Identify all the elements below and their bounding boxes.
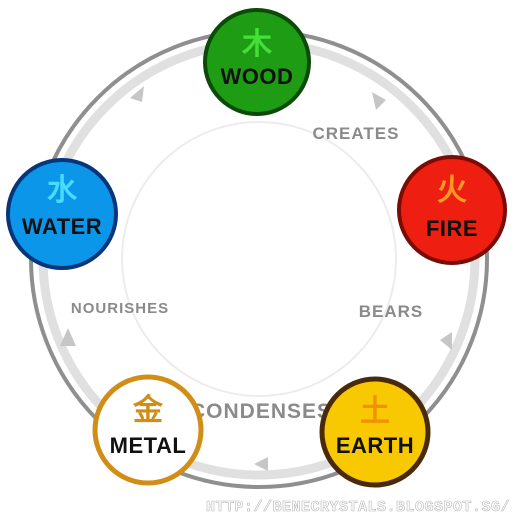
- arrow-earth-metal: [254, 457, 268, 471]
- cycle-arrows: [60, 86, 452, 471]
- arrow-fire-earth: [440, 332, 452, 350]
- metal-label: METAL: [110, 433, 187, 458]
- element-node-fire: 火 FIRE: [397, 155, 507, 265]
- inner-ring: [121, 121, 397, 397]
- element-node-water: 水 WATER: [6, 158, 118, 270]
- element-node-earth: 土 EARTH: [319, 376, 431, 488]
- fire-character: 火: [437, 173, 467, 208]
- wood-label: WOOD: [221, 64, 294, 89]
- source-url[interactable]: HTTP://BENECRYSTALS.BLOGSPOT.SG/: [206, 499, 510, 517]
- earth-label: EARTH: [336, 433, 414, 458]
- water-label: WATER: [22, 214, 102, 239]
- fire-circle: [397, 155, 507, 265]
- metal-circle: [92, 374, 204, 486]
- wood-character: 木: [241, 27, 272, 62]
- relation-label-creates: BEARS: [359, 302, 424, 321]
- arrow-water-wood: [130, 86, 144, 102]
- earth-character: 土: [360, 394, 390, 429]
- relation-label-feeds: CREATES: [313, 124, 400, 143]
- water-circle: [6, 158, 118, 270]
- fire-label: FIRE: [426, 216, 478, 241]
- relation-label-condenses: NOURISHES: [71, 300, 169, 317]
- relation-label-bears: CONDENSES: [190, 400, 332, 423]
- earth-circle: [319, 376, 431, 488]
- wood-circle: [203, 8, 311, 116]
- arrow-wood-fire: [372, 92, 386, 110]
- element-node-wood: 木 WOOD: [203, 8, 311, 116]
- metal-character: 金: [132, 393, 164, 428]
- arrow-metal-water: [60, 328, 76, 346]
- element-node-metal: 金 METAL: [92, 374, 204, 486]
- water-character: 水: [47, 173, 78, 208]
